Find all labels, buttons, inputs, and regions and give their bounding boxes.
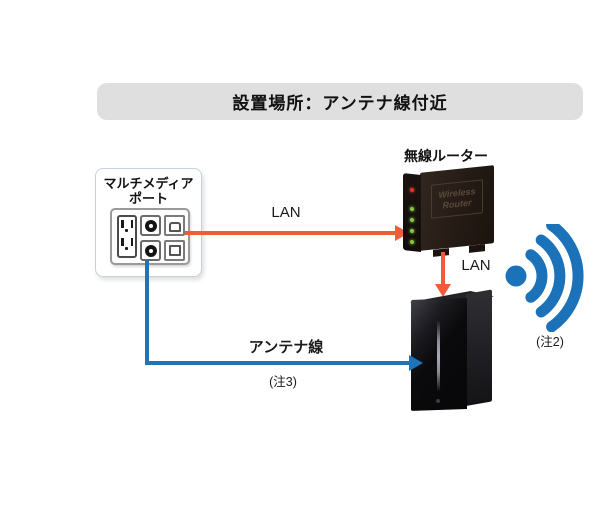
- lan-line-horizontal: [185, 231, 396, 235]
- multimedia-port-box: マルチメディア ポート: [95, 168, 202, 277]
- title-bar: 設置場所：アンテナ線付近: [97, 83, 583, 120]
- router-status-led-3: [410, 228, 414, 234]
- power-outlet-icon: [117, 215, 137, 258]
- outlet-slots-top: [121, 220, 133, 228]
- terminal-front-slit: [437, 319, 440, 393]
- lan-jack-icon: [164, 240, 185, 261]
- multimedia-port-label-line2: ポート: [128, 191, 168, 206]
- lan-line-vertical: [441, 252, 445, 285]
- antenna-line-vertical: [145, 260, 149, 363]
- router-status-led-2: [410, 217, 414, 223]
- outlet-ground-bottom: [125, 247, 128, 250]
- modular-jack-icon: [164, 215, 185, 236]
- lan-label-horizontal: LAN: [271, 204, 301, 221]
- router-status-led-1: [410, 206, 414, 212]
- router-foot-right: [469, 244, 485, 253]
- router-front-face: [403, 173, 421, 252]
- wireless-router-device: Wireless Router: [403, 165, 499, 259]
- multimedia-port-label: マルチメディア ポート: [96, 176, 201, 206]
- lan-arrowhead-down-icon: [435, 284, 451, 297]
- wall-plate: [110, 208, 190, 265]
- router-power-led: [410, 187, 414, 193]
- antenna-line-horizontal: [145, 361, 410, 365]
- coax-connector-bottom-icon: [140, 240, 161, 261]
- router-side-face: Wireless Router: [420, 165, 494, 251]
- router-nameplate-line2: Router: [442, 197, 472, 211]
- router-nameplate: Wireless Router: [431, 179, 483, 219]
- page-title: 設置場所：アンテナ線付近: [232, 94, 448, 113]
- antenna-note-label: (注3): [269, 375, 297, 389]
- antenna-arrowhead-right-icon: [409, 355, 423, 371]
- wifi-signal-icon: [505, 224, 584, 332]
- coax-connector-top-icon: [140, 215, 161, 236]
- terminal-side-face: [466, 289, 492, 406]
- lan-label-vertical: LAN: [461, 257, 491, 274]
- terminal-front-dot: [436, 398, 440, 404]
- router-status-led-4: [410, 239, 414, 245]
- network-terminal-device: [406, 289, 496, 413]
- wireless-router-label: 無線ルーター: [404, 148, 488, 164]
- multimedia-port-label-line1: マルチメディア: [103, 176, 194, 191]
- outlet-ground-top: [125, 229, 128, 232]
- antenna-line-label: アンテナ線: [248, 339, 324, 356]
- wifi-note-label: (注2): [536, 335, 564, 349]
- outlet-slots-bottom: [121, 238, 133, 246]
